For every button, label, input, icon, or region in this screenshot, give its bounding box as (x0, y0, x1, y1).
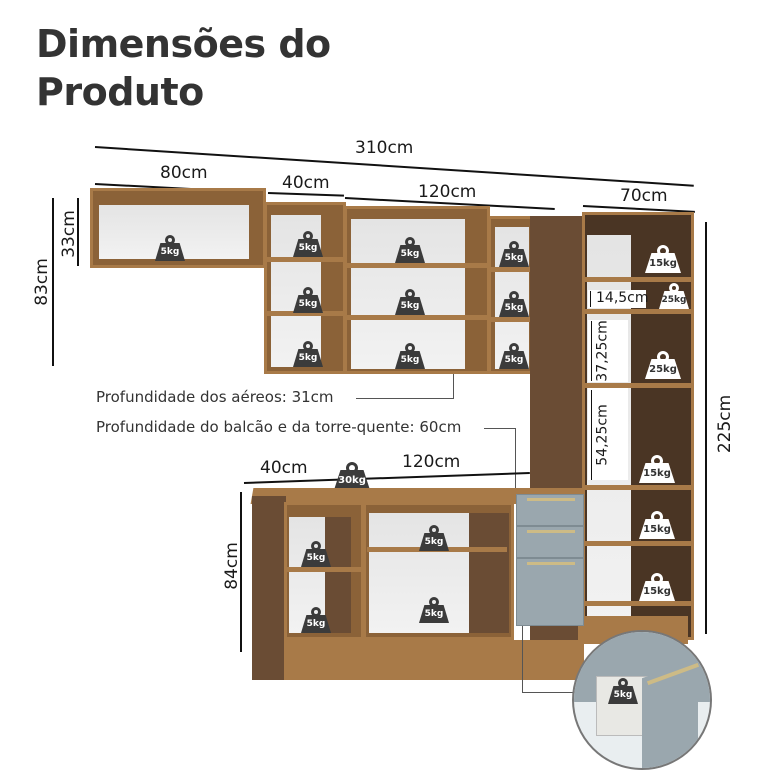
base-post (361, 505, 366, 637)
dim-line-83 (52, 198, 54, 366)
note-base-depth: Profundidade do balcão e da torre-quente… (96, 418, 462, 436)
dim-upper-120: 120cm (418, 182, 477, 202)
shelf (585, 309, 691, 314)
dim-base-120: 120cm (402, 452, 461, 472)
base-divider (325, 517, 351, 633)
shelf (585, 485, 691, 490)
dim-upper-height-83: 83cm (31, 258, 52, 306)
dim-line-gap1 (590, 291, 591, 307)
base-interior-middle (369, 513, 469, 633)
weight-icon: 5kg (301, 607, 331, 633)
drawer-1[interactable] (516, 494, 584, 526)
weight-icon: 25kg (645, 351, 681, 381)
weight-icon: 5kg (499, 241, 529, 267)
weight-icon: 15kg (639, 511, 675, 541)
upper-cabinet-40: 5kg 5kg 5kg (264, 202, 346, 374)
weight-icon: 5kg (419, 525, 449, 551)
weight-icon: 5kg (608, 678, 638, 704)
weight-icon: 5kg (293, 231, 323, 257)
shelf (267, 311, 343, 316)
leader-line-base (484, 428, 516, 429)
shelf (347, 315, 487, 320)
note-upper-depth: Profundidade dos aéreos: 31cm (96, 388, 334, 406)
title-line-2: Produto (36, 70, 204, 114)
shelf (287, 567, 363, 572)
drawer-detail-callout: 5kg (572, 630, 712, 770)
shelf (585, 541, 691, 546)
shelf (347, 263, 487, 268)
detail-leader-h (522, 692, 574, 693)
dim-line-84 (240, 492, 242, 652)
shelf (491, 317, 551, 322)
weight-icon: 5kg (499, 343, 529, 369)
weight-icon: 5kg (293, 287, 323, 313)
dim-upper-40: 40cm (282, 173, 330, 193)
weight-icon: 5kg (293, 341, 323, 367)
page-title: Dimensões do Produto (36, 20, 331, 116)
shelf (267, 257, 343, 262)
gap-label-bg (588, 290, 646, 308)
weight-icon: 5kg (395, 289, 425, 315)
leader-line-upper (356, 398, 454, 399)
base-body: 5kg 5kg 5kg 5kg (284, 502, 514, 640)
drawer-handle (527, 562, 575, 565)
dim-upper-height-33: 33cm (58, 210, 79, 258)
base-plinth (284, 640, 584, 680)
dim-line-gap2 (591, 321, 592, 381)
weight-icon: 5kg (155, 235, 185, 261)
weight-icon: 15kg (639, 573, 675, 603)
dim-line-33 (77, 198, 79, 266)
drawer-3[interactable] (516, 558, 584, 626)
weight-icon: 15kg (639, 455, 675, 485)
gap-label-bg (588, 388, 628, 480)
dim-base-height: 84cm (221, 542, 242, 590)
upper-cabinet-80: 5kg (90, 188, 266, 268)
upper-cabinet-120-middle: 5kg 5kg 5kg (344, 206, 490, 374)
weight-icon: 5kg (395, 343, 425, 369)
base-side-panel (252, 496, 286, 680)
drawer-handle (527, 530, 575, 533)
leader-line-upper-v (453, 374, 454, 399)
shelf (585, 601, 691, 606)
weight-icon: 5kg (301, 541, 331, 567)
shelf (491, 267, 551, 272)
drawer-handle (527, 498, 575, 501)
dim-upper-80: 80cm (160, 163, 208, 183)
drawer-2[interactable] (516, 526, 584, 558)
weight-icon: 5kg (499, 291, 529, 317)
dim-line-gap3 (591, 390, 592, 480)
weight-icon: 15kg (645, 245, 681, 275)
dim-tower-gap-2: 37,25cm (594, 320, 611, 382)
gap-label-bg (588, 320, 628, 382)
dim-line-225 (705, 222, 707, 634)
weight-icon: 30kg (334, 462, 370, 492)
dim-tower-height: 225cm (715, 394, 736, 454)
dim-total-width: 310cm (355, 138, 414, 158)
dim-tower-70: 70cm (620, 186, 668, 206)
weight-icon: 5kg (395, 237, 425, 263)
detail-leader-v (522, 626, 523, 692)
dim-tower-gap-3: 54,25cm (594, 404, 611, 466)
leader-line-base-v (515, 428, 516, 488)
base-divider (469, 513, 509, 633)
weight-icon: 5kg (419, 597, 449, 623)
shelf (585, 277, 691, 282)
weight-icon: 25kg (659, 283, 689, 309)
dim-base-40: 40cm (260, 458, 308, 478)
title-line-1: Dimensões do (36, 22, 331, 66)
shelf (585, 383, 691, 388)
dim-tower-gap-1: 14,5cm (596, 290, 649, 306)
